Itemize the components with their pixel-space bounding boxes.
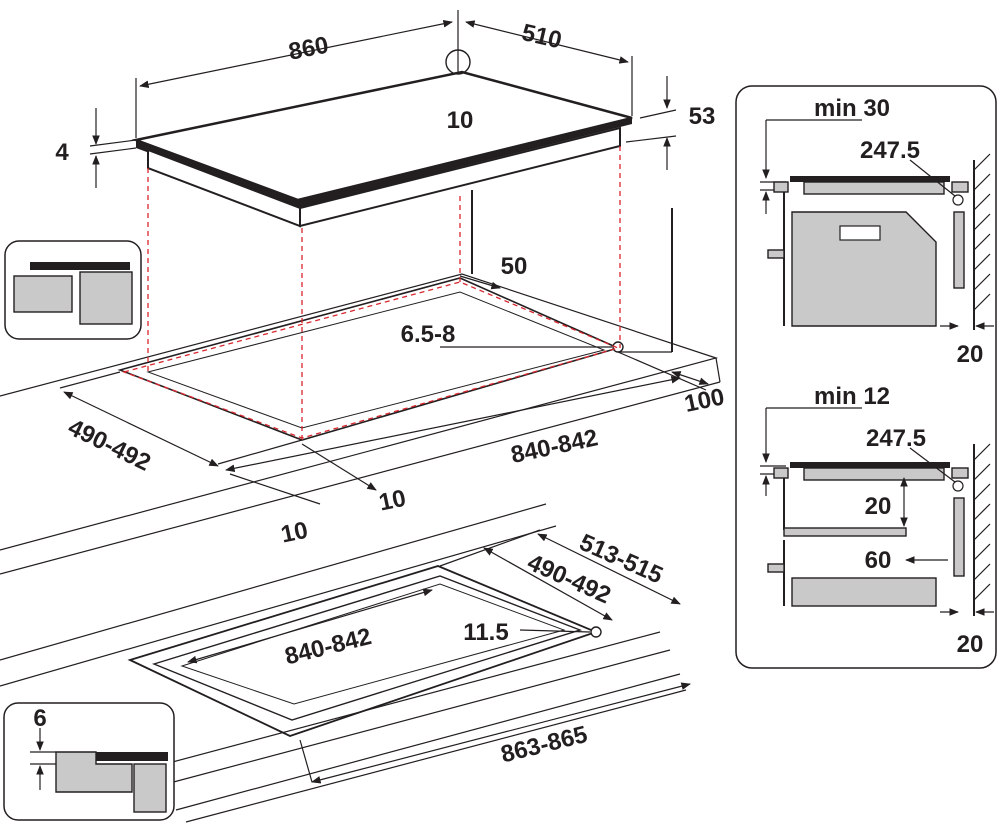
- label-glass-thickness: 4: [55, 139, 69, 166]
- fixing-hole-icon: [590, 626, 602, 638]
- label-corner-hole: 6.5-8: [401, 321, 456, 348]
- hob-body: [131, 49, 633, 228]
- label-side-top-min: min 30: [814, 95, 890, 122]
- label-side-bottom-min: min 12: [814, 383, 890, 410]
- label-side-bottom-wall: 20: [957, 631, 984, 658]
- label-side-bottom-vgap: 20: [865, 493, 892, 520]
- label-side-clearance-b: 10: [279, 517, 311, 549]
- label-side-top-depth: 247.5: [860, 137, 920, 164]
- label-back-clearance: 100: [682, 383, 727, 418]
- label-cutout-width: 840-842: [509, 424, 601, 469]
- label-cutout-depth: 490-492: [64, 414, 155, 477]
- label-depth: 510: [519, 19, 564, 54]
- worktop-dimensions: [59, 275, 709, 505]
- side-upper: [760, 119, 994, 330]
- hob-dimensions: [89, 10, 677, 188]
- side-lower: [760, 407, 994, 616]
- label-width: 860: [286, 32, 330, 66]
- label-corner-radius: 10: [447, 107, 474, 134]
- label-flush-outer-width: 863-865: [498, 721, 590, 769]
- label-flush-radius: 11.5: [463, 619, 508, 646]
- label-side-bottom-depth: 247.5: [866, 425, 926, 452]
- label-side-top-wall: 20: [957, 341, 984, 368]
- inset-bottom-left: [3, 702, 175, 821]
- label-side-bottom-hgap: 60: [865, 547, 892, 574]
- label-flush-rebate: 6: [33, 705, 46, 732]
- inset-top-left: [4, 240, 142, 340]
- label-front-clearance: 50: [501, 253, 528, 280]
- flush-worktop: [0, 503, 691, 823]
- side-panel: [735, 85, 997, 669]
- label-side-clearance-a: 10: [377, 485, 409, 517]
- label-overall-height: 53: [689, 103, 716, 130]
